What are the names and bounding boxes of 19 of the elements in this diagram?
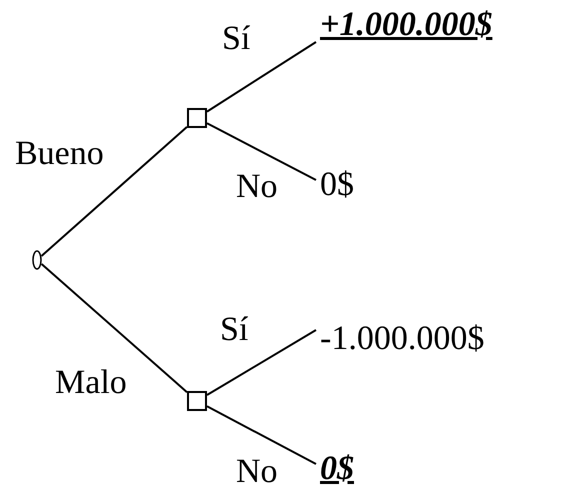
branch-line: [40, 263, 188, 393]
edge-label: Sí: [220, 313, 248, 347]
branch-line: [206, 405, 316, 465]
chosen-payoff-text: +1.000.000$: [320, 6, 492, 43]
branch-line: [206, 329, 317, 396]
chance-node: [32, 250, 42, 270]
edge-label: Sí: [222, 22, 250, 56]
edge-label: Malo: [55, 366, 127, 400]
edge-label: No: [236, 170, 278, 204]
edge-label: Bueno: [15, 137, 104, 171]
payoff-text: -1.000.000$: [320, 320, 484, 357]
decision-node: [187, 391, 207, 411]
decision-node: [187, 108, 207, 128]
chosen-payoff-text: 0$: [320, 450, 354, 487]
branch-line: [206, 122, 316, 181]
edge-label: No: [236, 455, 278, 489]
branch-line: [206, 41, 317, 112]
payoff-text: 0$: [320, 166, 354, 203]
branch-line: [40, 126, 188, 257]
